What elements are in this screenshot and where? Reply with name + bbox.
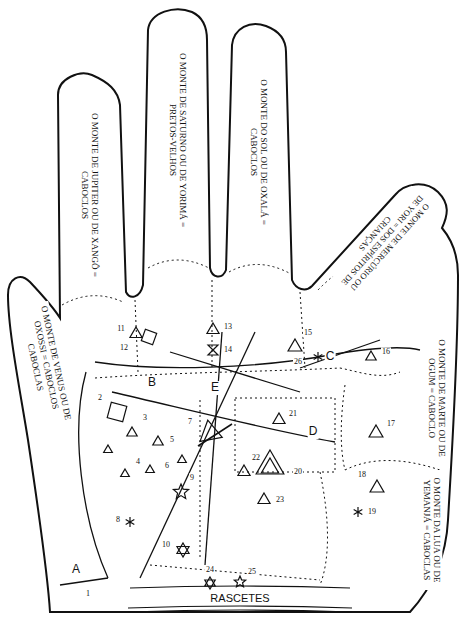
palm-sign-symbol	[288, 339, 302, 351]
callout-number: 22	[251, 453, 261, 462]
callout-number: 1	[85, 589, 91, 598]
region-letter: E	[210, 381, 220, 395]
palm-sign-symbol	[130, 327, 142, 338]
mount-text: O MONTE DO SOL OU DE OXALÁ = CABOCLOS	[249, 62, 270, 242]
palm-sign-symbol	[369, 425, 383, 437]
mount-text: O MONTE DE JUPITER OU DE XANGÔ = CABOCLO…	[80, 100, 101, 290]
callout-number: 16	[381, 347, 391, 356]
region-letter: C	[325, 350, 336, 364]
region-letter: A	[71, 563, 81, 577]
mount-text: O MONTE DE MARTE OU DE OGUM = CABOCLO	[427, 333, 448, 463]
fate-line	[140, 332, 255, 578]
callout-number: 9	[189, 473, 195, 482]
symbol-group	[104, 323, 384, 589]
callout-number: 8	[115, 515, 121, 524]
callout-number: 4	[135, 457, 141, 466]
callout-number: 17	[386, 419, 396, 428]
callout-number: 14	[223, 345, 233, 354]
palm-sign-symbol	[178, 455, 187, 463]
rascete-line	[128, 606, 352, 608]
palm-sign-symbol	[354, 507, 363, 517]
mount-borders	[95, 280, 440, 585]
mount-text: O MONTE DA LUA OU DE YEMANJÁ = CABOCLAS	[422, 470, 443, 590]
palm-sign-symbol	[370, 480, 384, 492]
callout-number: 23	[275, 495, 285, 504]
palm-sign-symbol	[207, 323, 219, 334]
region-letter: B	[147, 376, 157, 390]
finger-crease	[62, 296, 123, 305]
callout-number: 10	[161, 540, 171, 549]
mount-border	[135, 300, 138, 372]
callout-number: 12	[119, 343, 129, 352]
mount-border	[235, 398, 335, 472]
symbol-stroke	[198, 424, 232, 446]
callout-number: 20	[293, 467, 303, 476]
mount-text: O MONTE DE SATURNO OU DE YORIMÁ = PRETOS…	[168, 40, 189, 240]
palm-sign-symbol	[153, 436, 163, 445]
palm-sign-symbol	[126, 517, 135, 527]
mount-border	[200, 400, 201, 560]
finger-crease	[148, 260, 209, 268]
callout-number: 21	[288, 409, 298, 418]
palm-sign-symbol	[173, 484, 188, 498]
palm-sign-symbol	[146, 465, 155, 473]
callout-number: 7	[187, 417, 193, 426]
palm-line	[60, 578, 108, 585]
palm-lines	[60, 332, 420, 585]
rascete-line	[130, 586, 350, 588]
palm-sign-symbol	[104, 445, 113, 453]
callout-number: 25	[247, 567, 257, 576]
callout-number: 15	[303, 328, 313, 337]
palm-sign-symbol	[205, 577, 215, 589]
palm-sign-symbol	[261, 458, 278, 473]
callout-number: 19	[367, 507, 377, 516]
callout-number: 18	[357, 470, 367, 479]
callout-number: 11	[116, 324, 126, 333]
mount-border	[150, 565, 320, 580]
palm-line	[300, 340, 380, 368]
palm-sign-symbol	[141, 329, 156, 344]
palm-sign-symbol	[177, 543, 189, 557]
life-line	[79, 372, 108, 578]
hand-outline	[8, 9, 458, 612]
callout-number: 5	[169, 435, 175, 444]
palm-sign-symbol	[258, 493, 270, 504]
mount-border	[341, 385, 345, 470]
region-letter: D	[308, 425, 319, 439]
palm-sign-symbol	[314, 352, 323, 362]
palm-sign-symbol	[234, 576, 245, 587]
callout-number: 24	[205, 565, 215, 574]
rascetes-label: RASCETES	[209, 592, 270, 605]
palm-sign-symbol	[273, 413, 285, 424]
saturn-line	[205, 332, 222, 565]
palm-sign-symbol	[366, 351, 376, 360]
palm-line	[170, 352, 300, 392]
mount-border	[320, 472, 328, 585]
callout-number: 26	[293, 357, 303, 366]
palm-sign-symbol	[127, 427, 137, 436]
callout-number: 13	[223, 322, 233, 331]
rascete-line	[128, 610, 352, 612]
finger-crease	[229, 264, 291, 274]
mount-border	[95, 368, 340, 378]
callout-number: 2	[97, 393, 103, 402]
finger-creases	[62, 258, 372, 305]
palm-sign-symbol	[121, 469, 130, 477]
mount-border	[340, 368, 400, 375]
heart-line	[95, 348, 420, 368]
palm-sign-symbol	[208, 345, 218, 355]
callout-number: 3	[142, 413, 148, 422]
callout-number: 6	[164, 461, 170, 470]
palm-sign-symbol	[238, 465, 250, 476]
rascetes-lines	[128, 586, 352, 612]
palm-sign-symbol	[107, 402, 127, 422]
